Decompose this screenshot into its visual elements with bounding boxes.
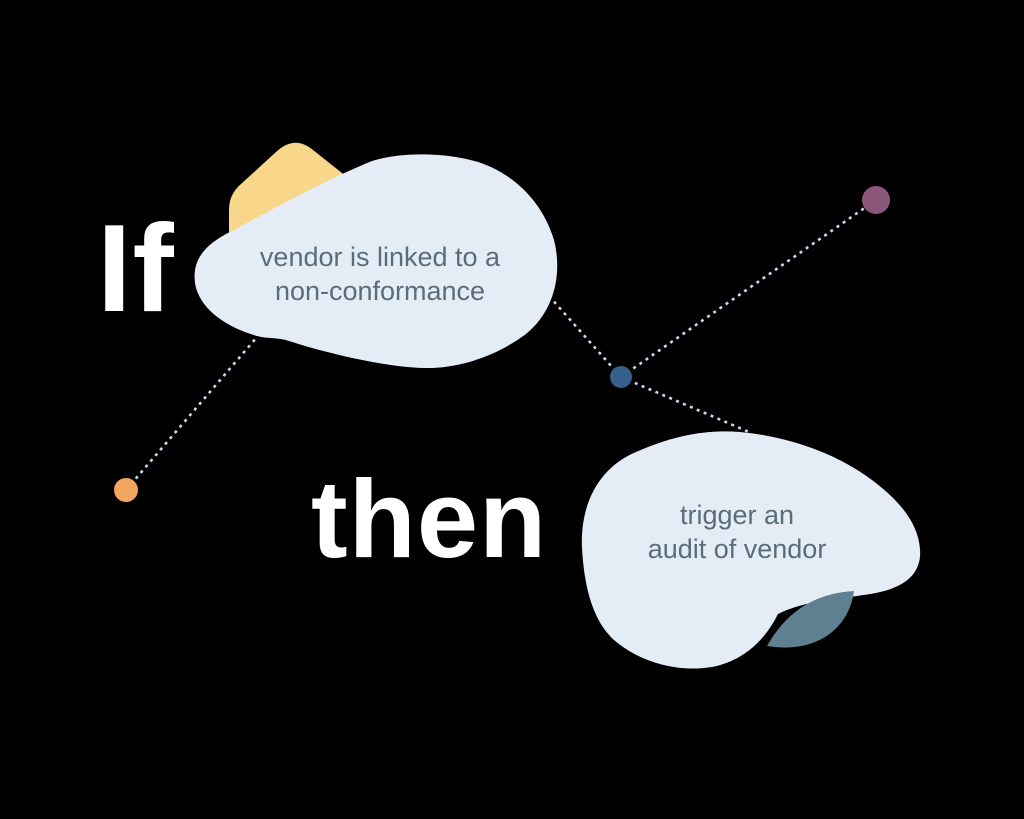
connector-line-condition-to-node (548, 295, 622, 378)
orange-node-dot (114, 478, 138, 502)
connector-lines (125, 198, 877, 491)
if-keyword: If (97, 200, 175, 338)
connector-line-orange-to-condition (125, 336, 258, 491)
blue-node-dot (610, 366, 632, 388)
connector-line-node-to-action (620, 375, 750, 434)
teal-leaf-shape (767, 591, 854, 648)
action-blob-shape (581, 431, 921, 669)
action-label: trigger an audit of vendor (597, 498, 877, 566)
purple-node-dot (862, 186, 890, 214)
condition-label: vendor is linked to a non-conformance (218, 240, 542, 308)
condition-label-line1: vendor is linked to a (259, 242, 501, 272)
connector-line-node-to-purple (620, 198, 877, 379)
condition-blob-shape (194, 154, 558, 369)
action-label-line1: trigger an (679, 500, 795, 530)
then-keyword: then (311, 458, 548, 581)
action-label-line2: audit of vendor (647, 534, 827, 564)
condition-label-line2: non-conformance (274, 276, 486, 306)
